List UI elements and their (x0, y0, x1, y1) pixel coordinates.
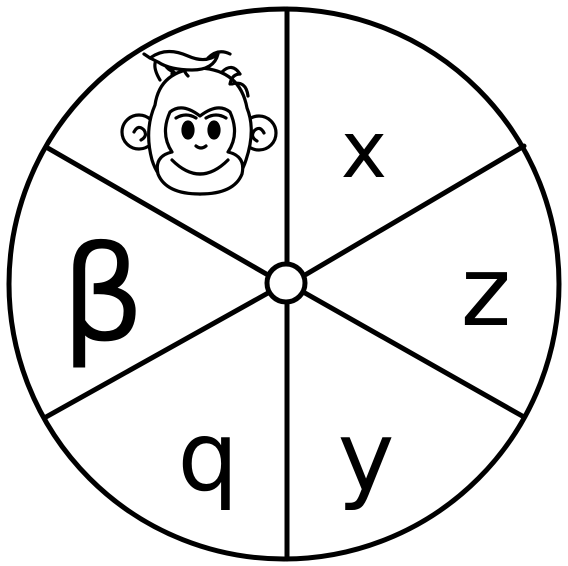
segment-letter-y: y (338, 401, 395, 513)
segment-letter-beta: β (61, 218, 145, 372)
wheel-hub[interactable] (267, 264, 305, 302)
segment-letter-q: q (178, 401, 239, 513)
segment-letter-x: x (341, 106, 387, 196)
segment-letter-z: z (461, 236, 511, 348)
